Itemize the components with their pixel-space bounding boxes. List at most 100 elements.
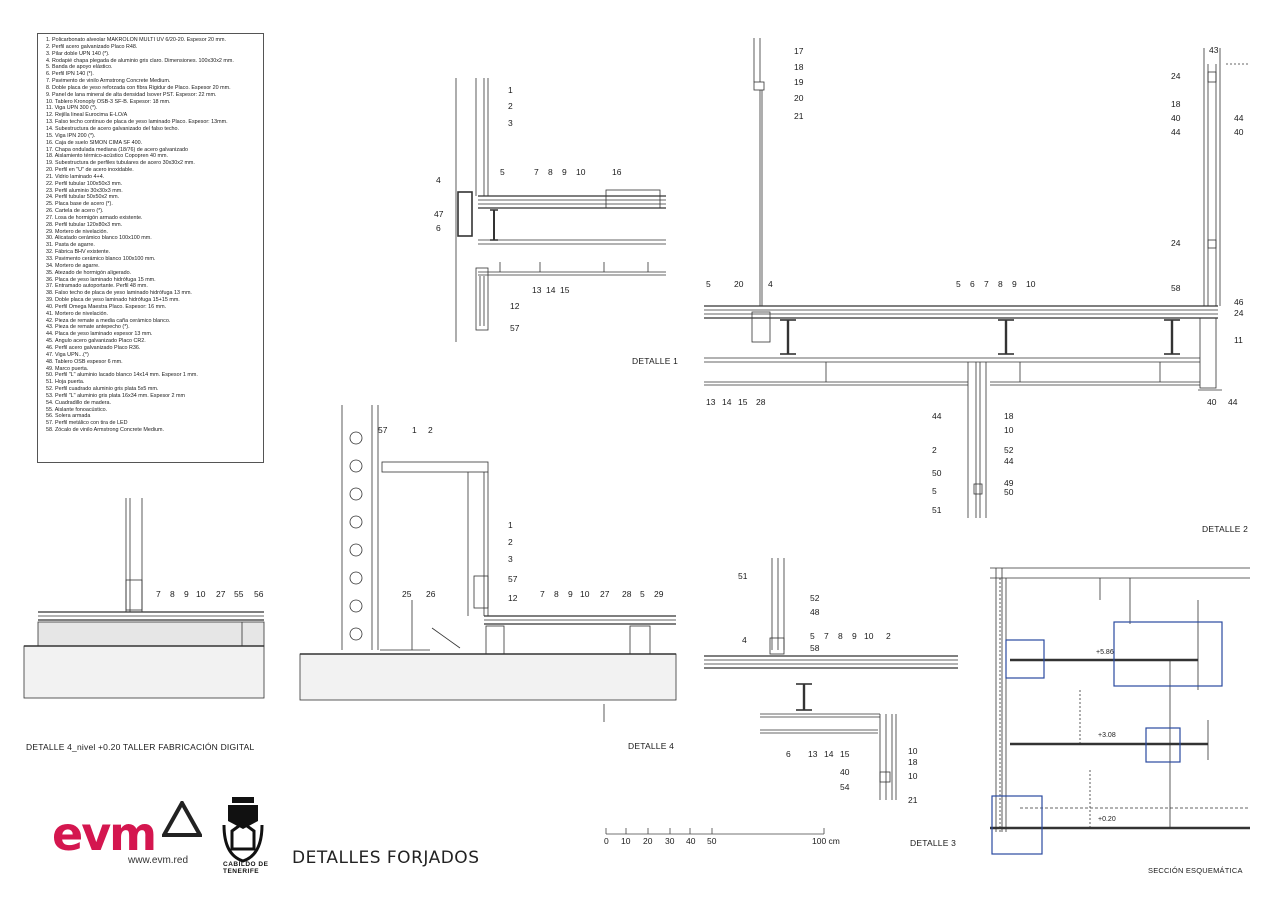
legend-item: 50. Perfil "L" aluminio lacado blanco 14… — [46, 372, 198, 379]
callout: 44 — [932, 411, 942, 421]
callout: 14 — [722, 397, 732, 407]
callout: 7 — [540, 589, 545, 599]
callout: 13 — [532, 285, 542, 295]
legend-item: 17. Chapa ondulada mediana (18/76) de ac… — [46, 146, 189, 153]
callout: 10 — [908, 771, 918, 781]
callout: 28 — [756, 397, 766, 407]
callout: 4 — [436, 175, 441, 185]
callout: 27 — [600, 589, 610, 599]
legend-item: 56. Solera armada — [46, 413, 91, 420]
callout: 7 — [156, 589, 161, 599]
evm-triangle-icon — [162, 801, 202, 837]
callout: 52 — [810, 593, 820, 603]
callout: 7 — [534, 167, 539, 177]
level-label: +0.20 — [1098, 816, 1116, 823]
legend-item: 13. Falso techo continuo de placa de yes… — [46, 119, 228, 126]
callout: 10 — [196, 589, 206, 599]
callout: 9 — [184, 589, 189, 599]
callout: 40 — [1171, 113, 1181, 123]
callout: 3 — [508, 554, 513, 564]
callout: 5 — [500, 167, 505, 177]
callout: 13 — [808, 749, 818, 759]
legend-item: 33. Pavimento cerámico blanco 100x100 mm… — [46, 256, 156, 262]
legend-item: 10. Tablero Kronoply OSB-3 SF-B. Espesor… — [46, 98, 171, 105]
legend-item: 39. Doble placa de yeso laminado hidrófu… — [46, 297, 180, 304]
callout: 1 — [412, 425, 417, 435]
evm-logo: evm www.evm.red — [52, 801, 202, 867]
legend-item: 21. Vidrio laminado 4+4. — [46, 173, 105, 180]
callout: 50 — [1004, 487, 1014, 497]
callout: 49 — [1004, 478, 1014, 488]
callout: 17 — [794, 46, 804, 56]
caption-detalle-4-nivel: DETALLE 4_nivel +0.20 TALLER FABRICACIÓN… — [26, 742, 255, 752]
caption-detalle-4: DETALLE 4 — [628, 741, 675, 751]
callout: 14 — [824, 749, 834, 759]
legend-item: 31. Pasta de agarre. — [46, 242, 95, 249]
legend-item: 22. Perfil tubular 100x50x3 mm. — [46, 180, 123, 187]
callout: 51 — [738, 571, 748, 581]
legend-item: 40. Perfil Omega Maestra Placo. Espesor:… — [46, 303, 167, 310]
callout: 15 — [840, 749, 850, 759]
callout: 21 — [794, 111, 804, 121]
detalle-2-drawing — [704, 38, 1250, 518]
legend-item: 11. Viga UPN 300 (*). — [46, 105, 98, 112]
callout: 5 — [956, 279, 961, 289]
callout: 54 — [840, 782, 850, 792]
legend-item: 25. Placa base de acero (*). — [46, 201, 113, 208]
callout: 8 — [548, 167, 553, 177]
callout: 10 — [908, 746, 918, 756]
legend-item: 43. Pieza de remate antepecho (*). — [46, 324, 130, 331]
callout: 5 — [640, 589, 645, 599]
callout: 24 — [1171, 71, 1181, 81]
detalle-3-drawing — [704, 558, 958, 800]
callout: 7 — [984, 279, 989, 289]
legend-item: 28. Perfil tubular 120x80x3 mm. — [46, 221, 123, 228]
callout: 1 — [508, 85, 513, 95]
callout: 3 — [508, 118, 513, 128]
legend-item: 18. Aislamiento térmico-acústico Copopre… — [46, 153, 168, 160]
evm-url: www.evm.red — [128, 855, 189, 866]
scale-end: 100 cm — [812, 836, 840, 846]
callout: 8 — [838, 631, 843, 641]
legend-item: 24. Perfil tubular 50x50x2 mm. — [46, 194, 120, 201]
callout: 2 — [886, 631, 891, 641]
callout: 10 — [576, 167, 586, 177]
callout: 15 — [560, 285, 570, 295]
legend-item: 14. Subestructura de acero galvanizado d… — [46, 125, 180, 132]
legend-item: 30. Alicatado cerámico blanco 100x100 mm… — [46, 235, 152, 242]
callout: 2 — [508, 101, 513, 111]
legend-item: 23. Perfil aluminio 30x30x3 mm. — [46, 187, 123, 194]
legend-item: 4. Rodapié chapa plegada de aluminio gri… — [46, 57, 234, 64]
callout: 15 — [738, 397, 748, 407]
caption-detalle-1: DETALLE 1 — [632, 356, 679, 366]
callout: 18 — [1004, 411, 1014, 421]
legend-item: 15. Viga IPN 200 (*). — [46, 132, 96, 139]
level-label: +3.08 — [1098, 732, 1116, 739]
callout: 8 — [998, 279, 1003, 289]
callout: 1 — [508, 520, 513, 530]
callout: 55 — [234, 589, 244, 599]
callout: 40 — [840, 767, 850, 777]
scale-tick: 50 — [707, 836, 717, 846]
callout: 46 — [1234, 297, 1244, 307]
legend-box: 1. Policarbonato alveolar MAKROLON MULTI… — [37, 33, 264, 463]
callout: 20 — [794, 93, 804, 103]
legend-item: 6. Perfil IPN 140 (*). — [46, 71, 94, 78]
scale-tick: 10 — [621, 836, 631, 846]
legend-item: 19. Subestructura de perfiles tubulares … — [46, 160, 195, 167]
callout: 12 — [508, 593, 518, 603]
callout: 4 — [742, 635, 747, 645]
callout: 43 — [1209, 45, 1219, 55]
callout: 9 — [562, 167, 567, 177]
legend-item: 38. Falso techo de placa de yeso laminad… — [46, 290, 192, 297]
callout: 5 — [810, 631, 815, 641]
scale-tick: 0 — [604, 836, 609, 846]
legend-item: 37. Entramado autoportante. Perfil 48 mm… — [46, 283, 148, 290]
caption-seccion: SECCIÓN ESQUEMÁTICA — [1148, 866, 1243, 875]
legend-item: 54. Cuadradillo de madera. — [46, 399, 112, 406]
legend-item: 26. Cartela de acero (*). — [46, 208, 104, 215]
legend-item: 9. Panel de lana mineral de alta densida… — [46, 91, 217, 98]
scale-tick: 40 — [686, 836, 696, 846]
callout: 16 — [612, 167, 622, 177]
